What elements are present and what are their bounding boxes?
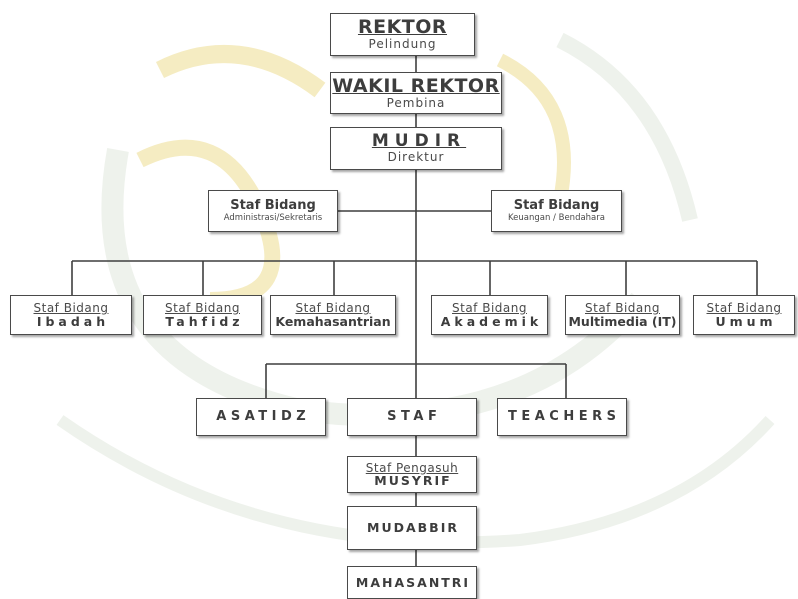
node-musyrif: Staf Pengasuh MUSYRIF	[347, 456, 477, 493]
node-staf: STAF	[347, 398, 477, 436]
node-mudir: MUDIR Direktur	[330, 127, 502, 170]
bidang-title: Tahfidz	[165, 314, 244, 330]
rektor-title: REKTOR	[357, 16, 448, 39]
node-bidang-akademik: Staf Bidang Akademik	[431, 295, 548, 335]
node-rektor: REKTOR Pelindung	[330, 13, 475, 56]
node-mahasantri: MAHASANTRI	[347, 566, 477, 599]
node-bidang-ibadah: Staf Bidang Ibadah	[10, 295, 132, 335]
bidang-label: Staf Bidang	[585, 300, 660, 315]
staf-administrasi-title: Staf Bidang	[230, 197, 316, 213]
node-staf-keuangan: Staf Bidang Keuangan / Bendahara	[491, 190, 622, 232]
node-bidang-umum: Staf Bidang Umum	[693, 295, 795, 335]
staf-administrasi-subtitle: Administrasi/Sekretaris	[223, 213, 323, 224]
staf-keuangan-subtitle: Keuangan / Bendahara	[508, 213, 605, 224]
node-teachers: TEACHERS	[497, 398, 627, 436]
node-bidang-kemahasantrian: Staf Bidang Kemahasantrian	[270, 295, 396, 335]
rektor-subtitle: Pelindung	[368, 37, 437, 52]
node-mudabbir: MUDABBIR	[347, 506, 477, 550]
musyrif-label: Staf Pengasuh	[365, 460, 459, 475]
wakil-rektor-title: WAKIL REKTOR	[332, 74, 500, 97]
bidang-title: Multimedia (IT)	[568, 314, 677, 330]
bidang-label: Staf Bidang	[452, 300, 527, 315]
staf-title: STAF	[387, 409, 442, 425]
node-bidang-tahfidz: Staf Bidang Tahfidz	[143, 295, 262, 335]
mudir-subtitle: Direktur	[387, 150, 445, 165]
bidang-label: Staf Bidang	[33, 300, 109, 315]
node-wakil-rektor: WAKIL REKTOR Pembina	[330, 72, 502, 114]
wakil-rektor-subtitle: Pembina	[386, 95, 446, 110]
teachers-title: TEACHERS	[508, 409, 621, 425]
bidang-title: Ibadah	[36, 314, 110, 330]
node-staf-administrasi: Staf Bidang Administrasi/Sekretaris	[208, 190, 338, 232]
mudabbir-title: MUDABBIR	[367, 520, 459, 536]
mudir-title: MUDIR	[371, 131, 467, 152]
musyrif-title: MUSYRIF	[374, 473, 452, 489]
mahasantri-title: MAHASANTRI	[355, 574, 471, 590]
asatidz-title: ASATIDZ	[216, 409, 311, 425]
staf-keuangan-title: Staf Bidang	[513, 197, 600, 213]
node-asatidz: ASATIDZ	[196, 398, 326, 436]
bidang-title: Akademik	[440, 314, 543, 330]
bidang-title: Umum	[715, 314, 777, 330]
bidang-title: Kemahasantrian	[275, 314, 391, 330]
bidang-label: Staf Bidang	[295, 300, 371, 315]
bidang-label: Staf Bidang	[706, 300, 782, 315]
node-bidang-multimedia: Staf Bidang Multimedia (IT)	[565, 295, 680, 335]
bidang-label: Staf Bidang	[165, 300, 240, 315]
